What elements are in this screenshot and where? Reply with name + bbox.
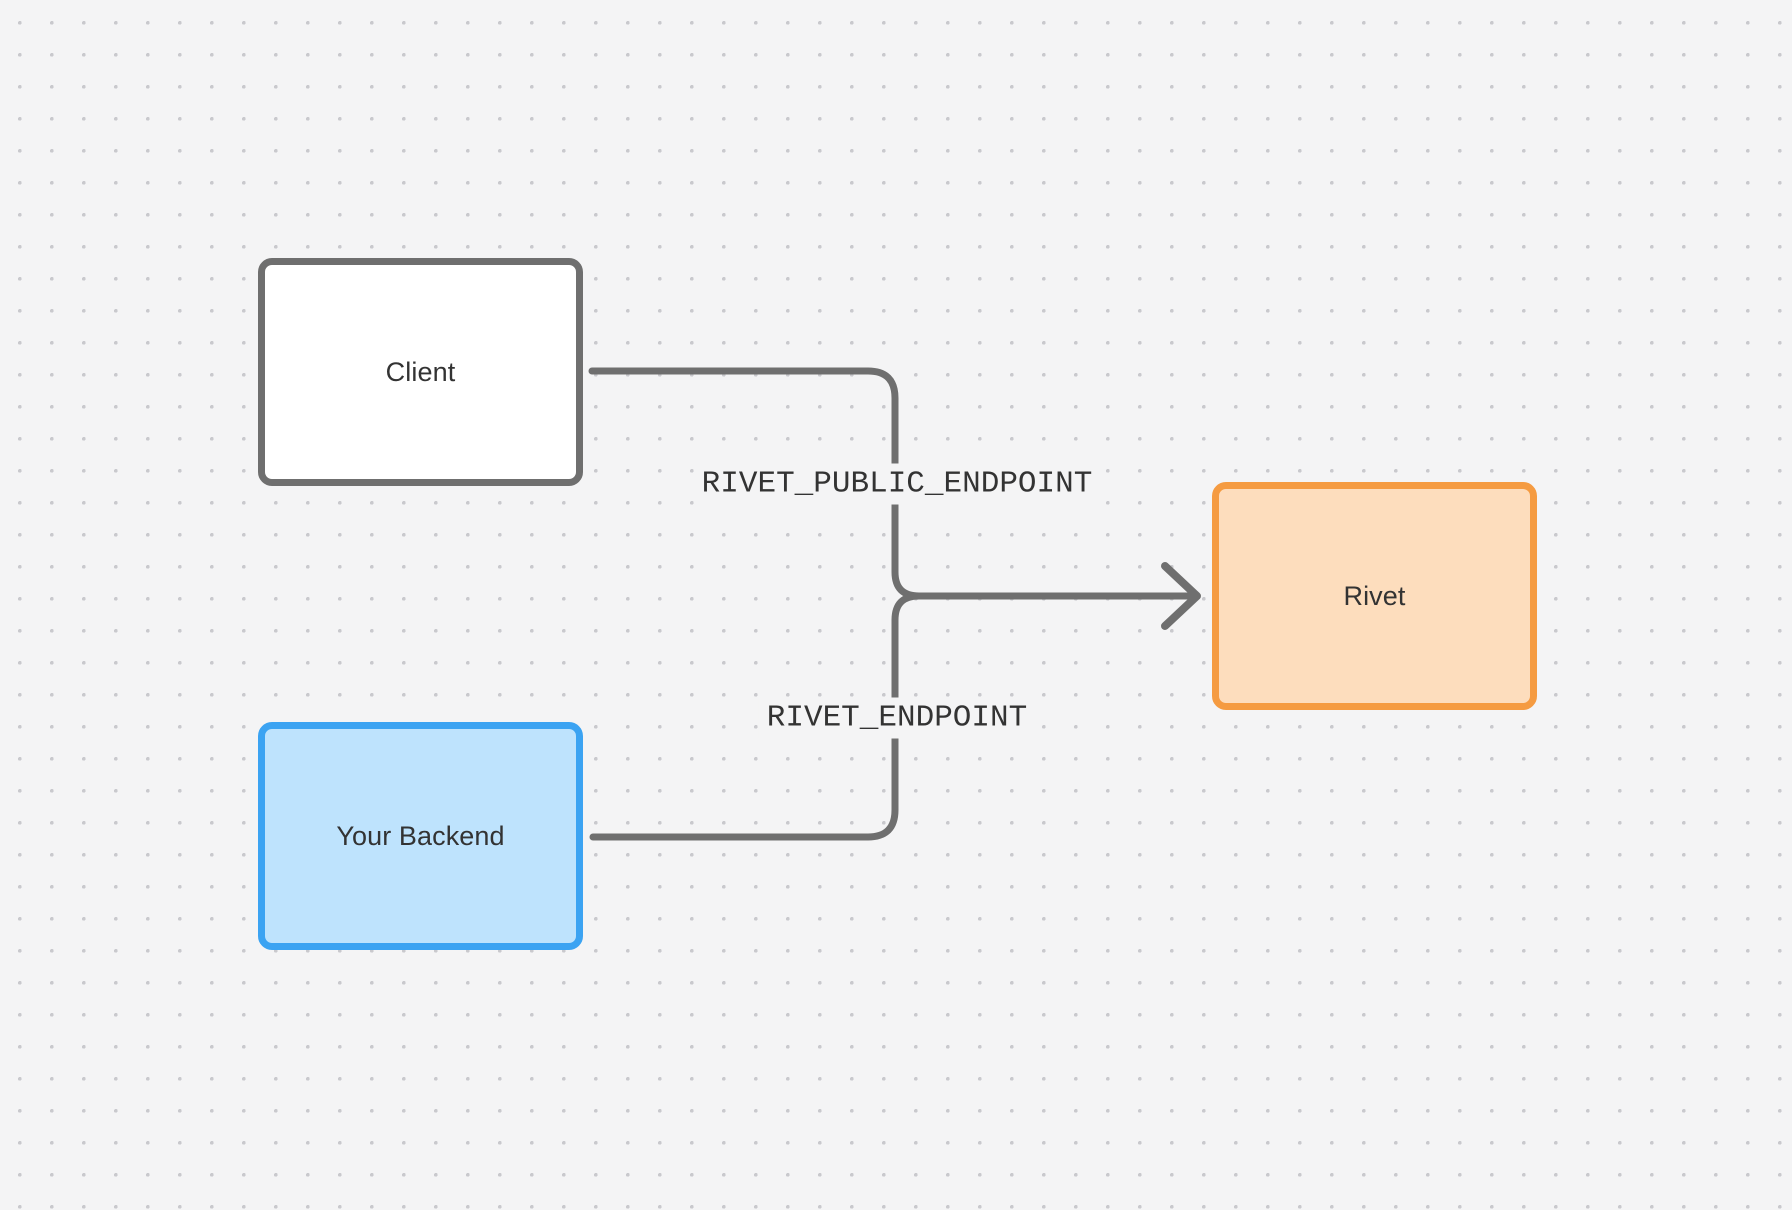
edge-label-rivet-endpoint: RIVET_ENDPOINT [758,697,1036,739]
edge-label-rivet-public-endpoint: RIVET_PUBLIC_ENDPOINT [693,463,1101,505]
arrowhead-icon [1161,562,1201,630]
node-your-backend[interactable]: Your Backend [258,722,583,950]
node-rivet-label: Rivet [1343,580,1406,611]
node-client[interactable]: Client [258,258,583,486]
node-your-backend-label: Your Backend [336,820,505,851]
node-rivet[interactable]: Rivet [1212,482,1537,710]
node-client-label: Client [385,356,456,387]
